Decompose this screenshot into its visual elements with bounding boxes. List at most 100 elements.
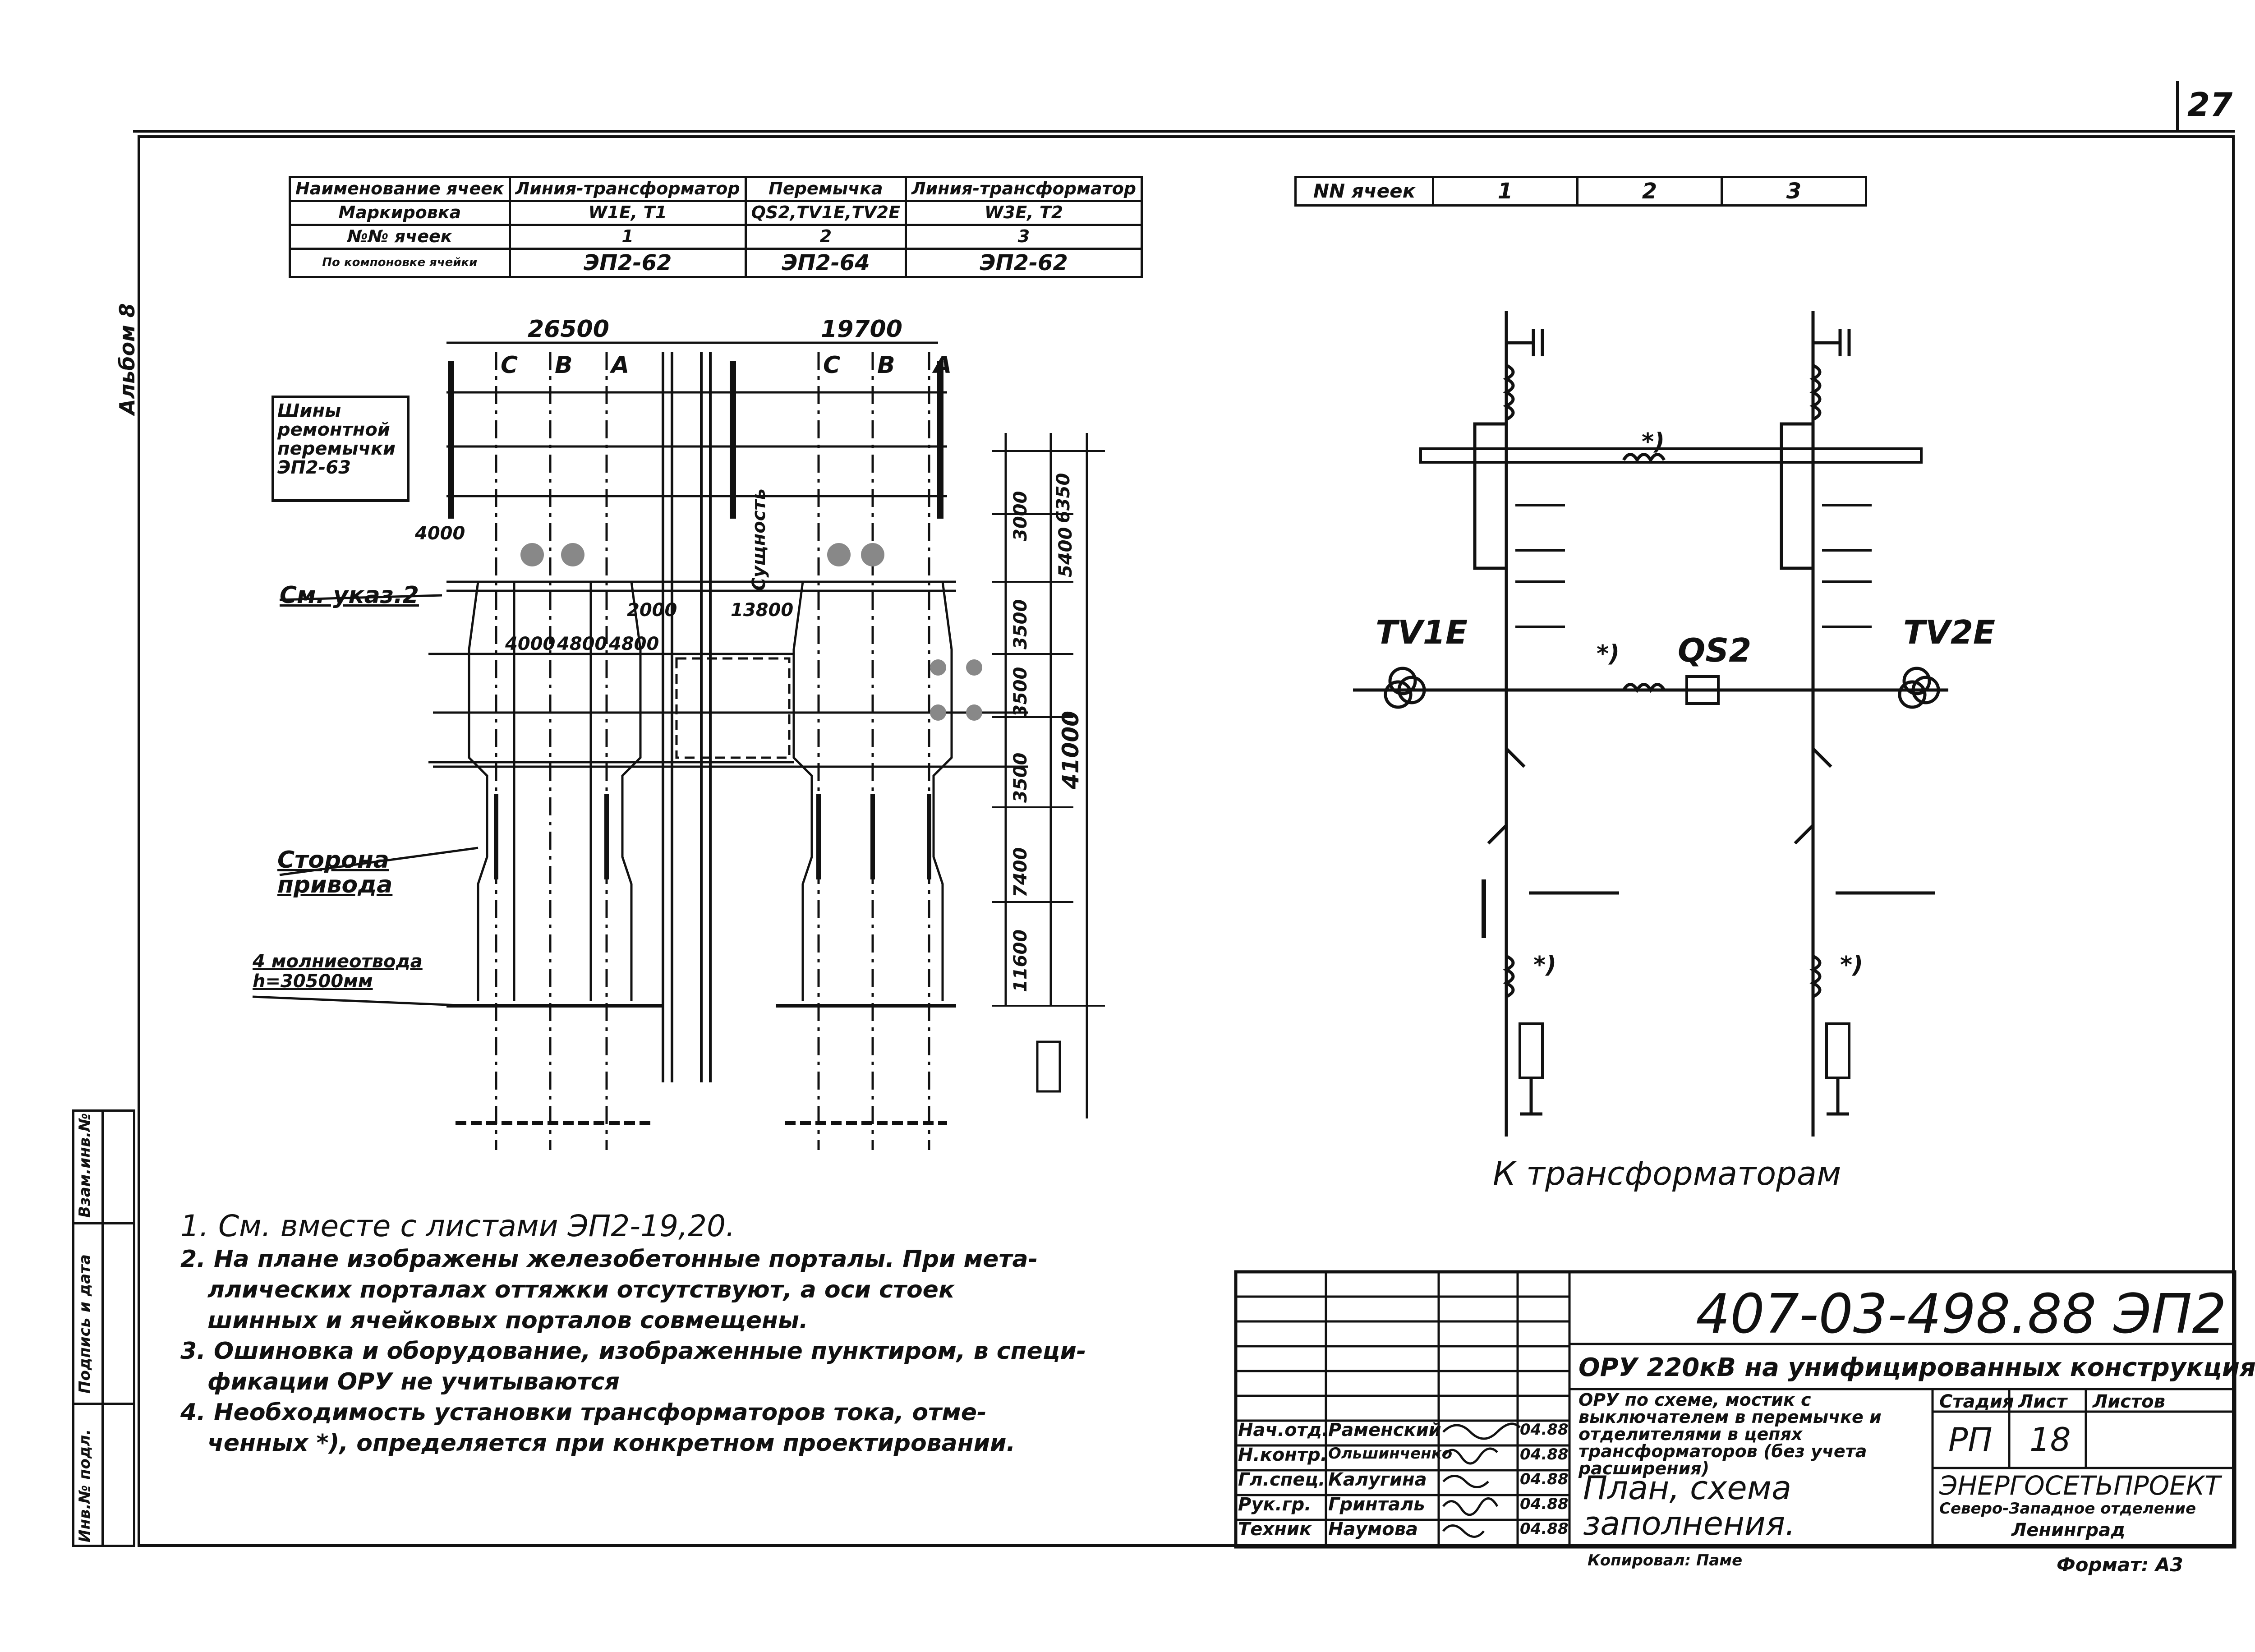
table-cell: 1 xyxy=(1432,175,1578,207)
org-division: Северо-Западное отделение xyxy=(1939,1500,2196,1518)
stage-header: Стадия xyxy=(1939,1391,2014,1412)
dimension-label: 4000 xyxy=(415,523,465,544)
signature-date: 04.88 xyxy=(1520,1520,1569,1538)
note-line: 2. На плане изображены железобетонные по… xyxy=(180,1246,1038,1273)
table-cell: 2 xyxy=(1576,175,1723,207)
table-header-cell: Линия-трансформатор xyxy=(508,176,747,202)
table-cell: W1E, T1 xyxy=(508,199,747,226)
project-title: ОРУ 220кВ на унифицированных конструкция… xyxy=(1578,1353,2255,1382)
top-border-line xyxy=(133,130,2235,133)
dimension-label: 4800 xyxy=(609,634,659,654)
table-row-label: Маркировка xyxy=(289,199,511,226)
tv2e-label: TV2E xyxy=(1903,613,1996,651)
table-row: По компоновке ячейки ЭП2-62 ЭП2-64 ЭП2-6… xyxy=(289,247,1143,279)
dimension-label: 4000 xyxy=(505,634,556,654)
table-row: Маркировка W1E, T1 QS2,TV1E,TV2E W3E, T2 xyxy=(289,199,1143,226)
signature-role: Н.контр. xyxy=(1238,1445,1327,1465)
table-row-label: №№ ячеек xyxy=(289,223,511,250)
signature-role: Гл.спец. xyxy=(1238,1469,1325,1490)
scheme-caption: К трансформаторам xyxy=(1493,1155,1841,1192)
axis-label: A xyxy=(934,352,952,379)
table-cell: ЭП2-64 xyxy=(744,247,907,279)
table-cell: 1 xyxy=(508,223,747,250)
table-cell: 3 xyxy=(1721,175,1867,207)
note-line: фикации ОРУ не учитываются xyxy=(207,1368,620,1395)
dimension-label: 19700 xyxy=(821,316,902,343)
sheet-value: 18 xyxy=(2030,1421,2071,1459)
page-number-separator xyxy=(2176,81,2179,131)
lightning-rods-callout: 4 молниеотвода h=30500мм xyxy=(253,951,423,992)
signature-date: 04.88 xyxy=(1520,1421,1569,1439)
format-label: Формат: А3 xyxy=(2057,1554,2183,1576)
table-cell: 2 xyxy=(744,223,907,250)
note-line: шинных и ячейковых порталов совмещены. xyxy=(207,1307,808,1334)
signature-date: 04.88 xyxy=(1520,1445,1569,1463)
axis-label: C xyxy=(501,352,518,379)
org-name: ЭНЕРГОСЕТЬПРОЕКТ xyxy=(1939,1470,2221,1501)
sheets-header: Листов xyxy=(2093,1391,2165,1412)
table-row: NN ячеек 1 2 3 xyxy=(1294,175,1867,207)
bus-callout: Шины ремонтной перемычки ЭП2-63 xyxy=(277,400,396,478)
signature-name: Калугина xyxy=(1328,1469,1427,1490)
notes: 1. См. вместе с листами ЭП2-19,20. 2. На… xyxy=(180,1209,1086,1459)
signature-name: Гринталь xyxy=(1328,1494,1425,1515)
org-city: Ленинград xyxy=(2011,1520,2126,1541)
note-line: 1. См. вместе с листами ЭП2-19,20. xyxy=(180,1209,736,1243)
stamp-subtitle: ОРУ по схеме, мостик с выключателем в пе… xyxy=(1578,1390,1882,1478)
ct-mark: *) xyxy=(1840,952,1863,979)
table-cell: ЭП2-62 xyxy=(508,247,747,279)
signature-role: Техник xyxy=(1238,1519,1312,1540)
stage-value: РП xyxy=(1948,1421,1993,1459)
note-line: 4. Необходимость установки трансформатор… xyxy=(180,1399,987,1426)
table-row: №№ ячеек 1 2 3 xyxy=(289,223,1143,250)
axis-label: A xyxy=(611,352,630,379)
tv1e-label: TV1E xyxy=(1376,613,1468,651)
table-cell: 3 xyxy=(905,223,1143,250)
table-header-cell: Линия-трансформатор xyxy=(905,176,1143,202)
drawing-frame xyxy=(138,135,2235,1547)
table-cell: W3E, T2 xyxy=(905,199,1143,226)
table-row-label: По компоновке ячейки xyxy=(289,247,511,279)
table-cell: ЭП2-62 xyxy=(905,247,1143,279)
cells-table: Наименование ячеек Линия-трансформатор П… xyxy=(289,176,1143,279)
table-row-label: NN ячеек xyxy=(1294,175,1434,207)
signature-name: Раменский xyxy=(1328,1420,1441,1440)
dimension-label: 2000 xyxy=(627,600,677,621)
ct-mark: *) xyxy=(1533,952,1556,979)
ct-mark: *) xyxy=(1642,428,1665,456)
copied-by: Копировал: Паме xyxy=(1588,1551,1743,1569)
note-line: ченных *), определяется при конкретном п… xyxy=(207,1430,1016,1457)
ct-mark: *) xyxy=(1597,640,1620,667)
see-note-callout: См. указ.2 xyxy=(280,582,419,609)
dimension-label: 26500 xyxy=(528,316,609,343)
signature-date: 04.88 xyxy=(1520,1495,1569,1513)
table-cell: QS2,TV1E,TV2E xyxy=(744,199,907,226)
cell-numbers-table: NN ячеек 1 2 3 xyxy=(1294,175,1867,207)
drawing-title: План, схема заполнения. xyxy=(1583,1469,1795,1543)
drive-side-callout: Сторона привода xyxy=(277,847,393,898)
dimension-label: 13800 xyxy=(731,600,794,621)
qs2-label: QS2 xyxy=(1678,631,1752,669)
dimension-label: 4800 xyxy=(557,634,607,654)
signature-name: Наумова xyxy=(1328,1519,1418,1540)
signature-name: Ольшинченко xyxy=(1328,1445,1453,1463)
table-header-cell: Перемычка xyxy=(744,176,907,202)
table-header-cell: Наименование ячеек xyxy=(289,176,511,202)
axis-label: C xyxy=(823,352,841,379)
signature-role: Нач.отд. xyxy=(1238,1420,1329,1440)
note-line: ллических порталах оттяжки отсутствуют, … xyxy=(207,1276,955,1303)
sheet-header: Лист xyxy=(2018,1391,2067,1412)
page-number: 27 xyxy=(2187,86,2233,124)
signature-date: 04.88 xyxy=(1520,1470,1569,1488)
drawing-code: 407-03-498.88 ЭП2 xyxy=(1696,1283,2227,1346)
axis-label: B xyxy=(555,352,573,379)
table-row: Наименование ячеек Линия-трансформатор П… xyxy=(289,176,1143,202)
signature-role: Рук.гр. xyxy=(1238,1494,1312,1515)
axis-label: B xyxy=(877,352,895,379)
note-line: 3. Ошиновка и оборудование, изображенные… xyxy=(180,1338,1086,1365)
side-stamp xyxy=(72,1109,135,1547)
